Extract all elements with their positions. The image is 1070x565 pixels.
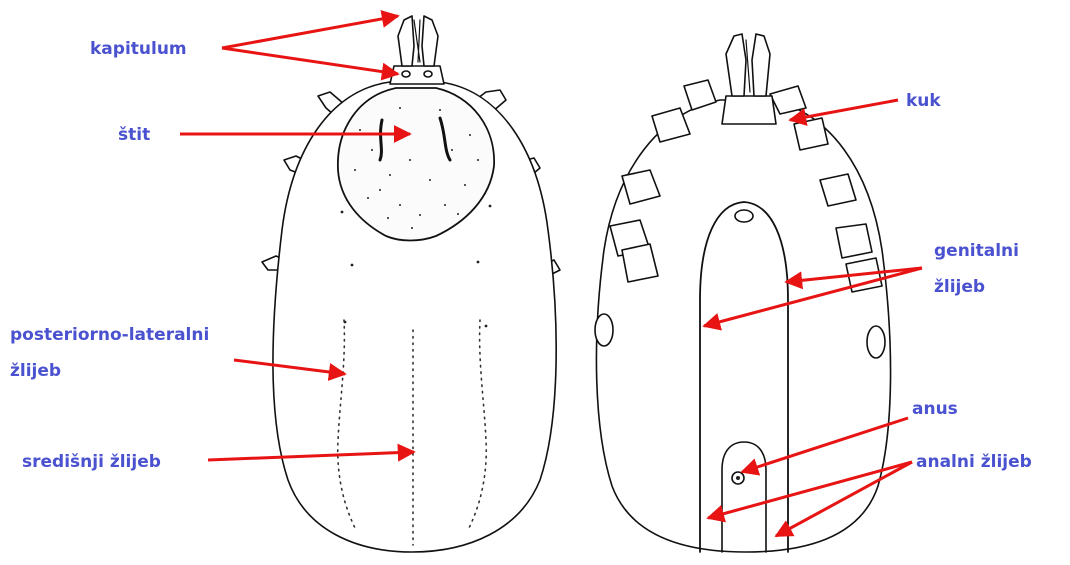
label-posteriorno-lateralni-2: žlijeb [10,361,61,381]
label-posteriorno-lateralni-1: posteriorno-lateralni [10,325,209,345]
arrow-kapitulum-2 [222,48,398,74]
ventral-view [595,34,891,552]
label-sredisnji: središnji žlijeb [22,452,161,472]
arrow-kapitulum-1 [222,16,398,48]
label-analni: analni žlijeb [916,452,1032,472]
label-genitalni-1: genitalni [934,241,1019,261]
label-genitalni-2: žlijeb [934,277,985,297]
dorsal-view [262,16,560,552]
capitulum-dorsal [390,16,444,84]
label-kuk: kuk [906,91,941,111]
label-anus: anus [912,399,958,419]
arrow-kuk [790,100,898,120]
label-stit: štit [118,125,150,145]
ventral-body [596,100,890,552]
spiracle-right [867,326,885,358]
label-kapitulum: kapitulum [90,39,187,59]
spiracle-left [595,314,613,346]
genital-aperture [735,210,753,222]
capitulum-ventral [722,34,776,124]
